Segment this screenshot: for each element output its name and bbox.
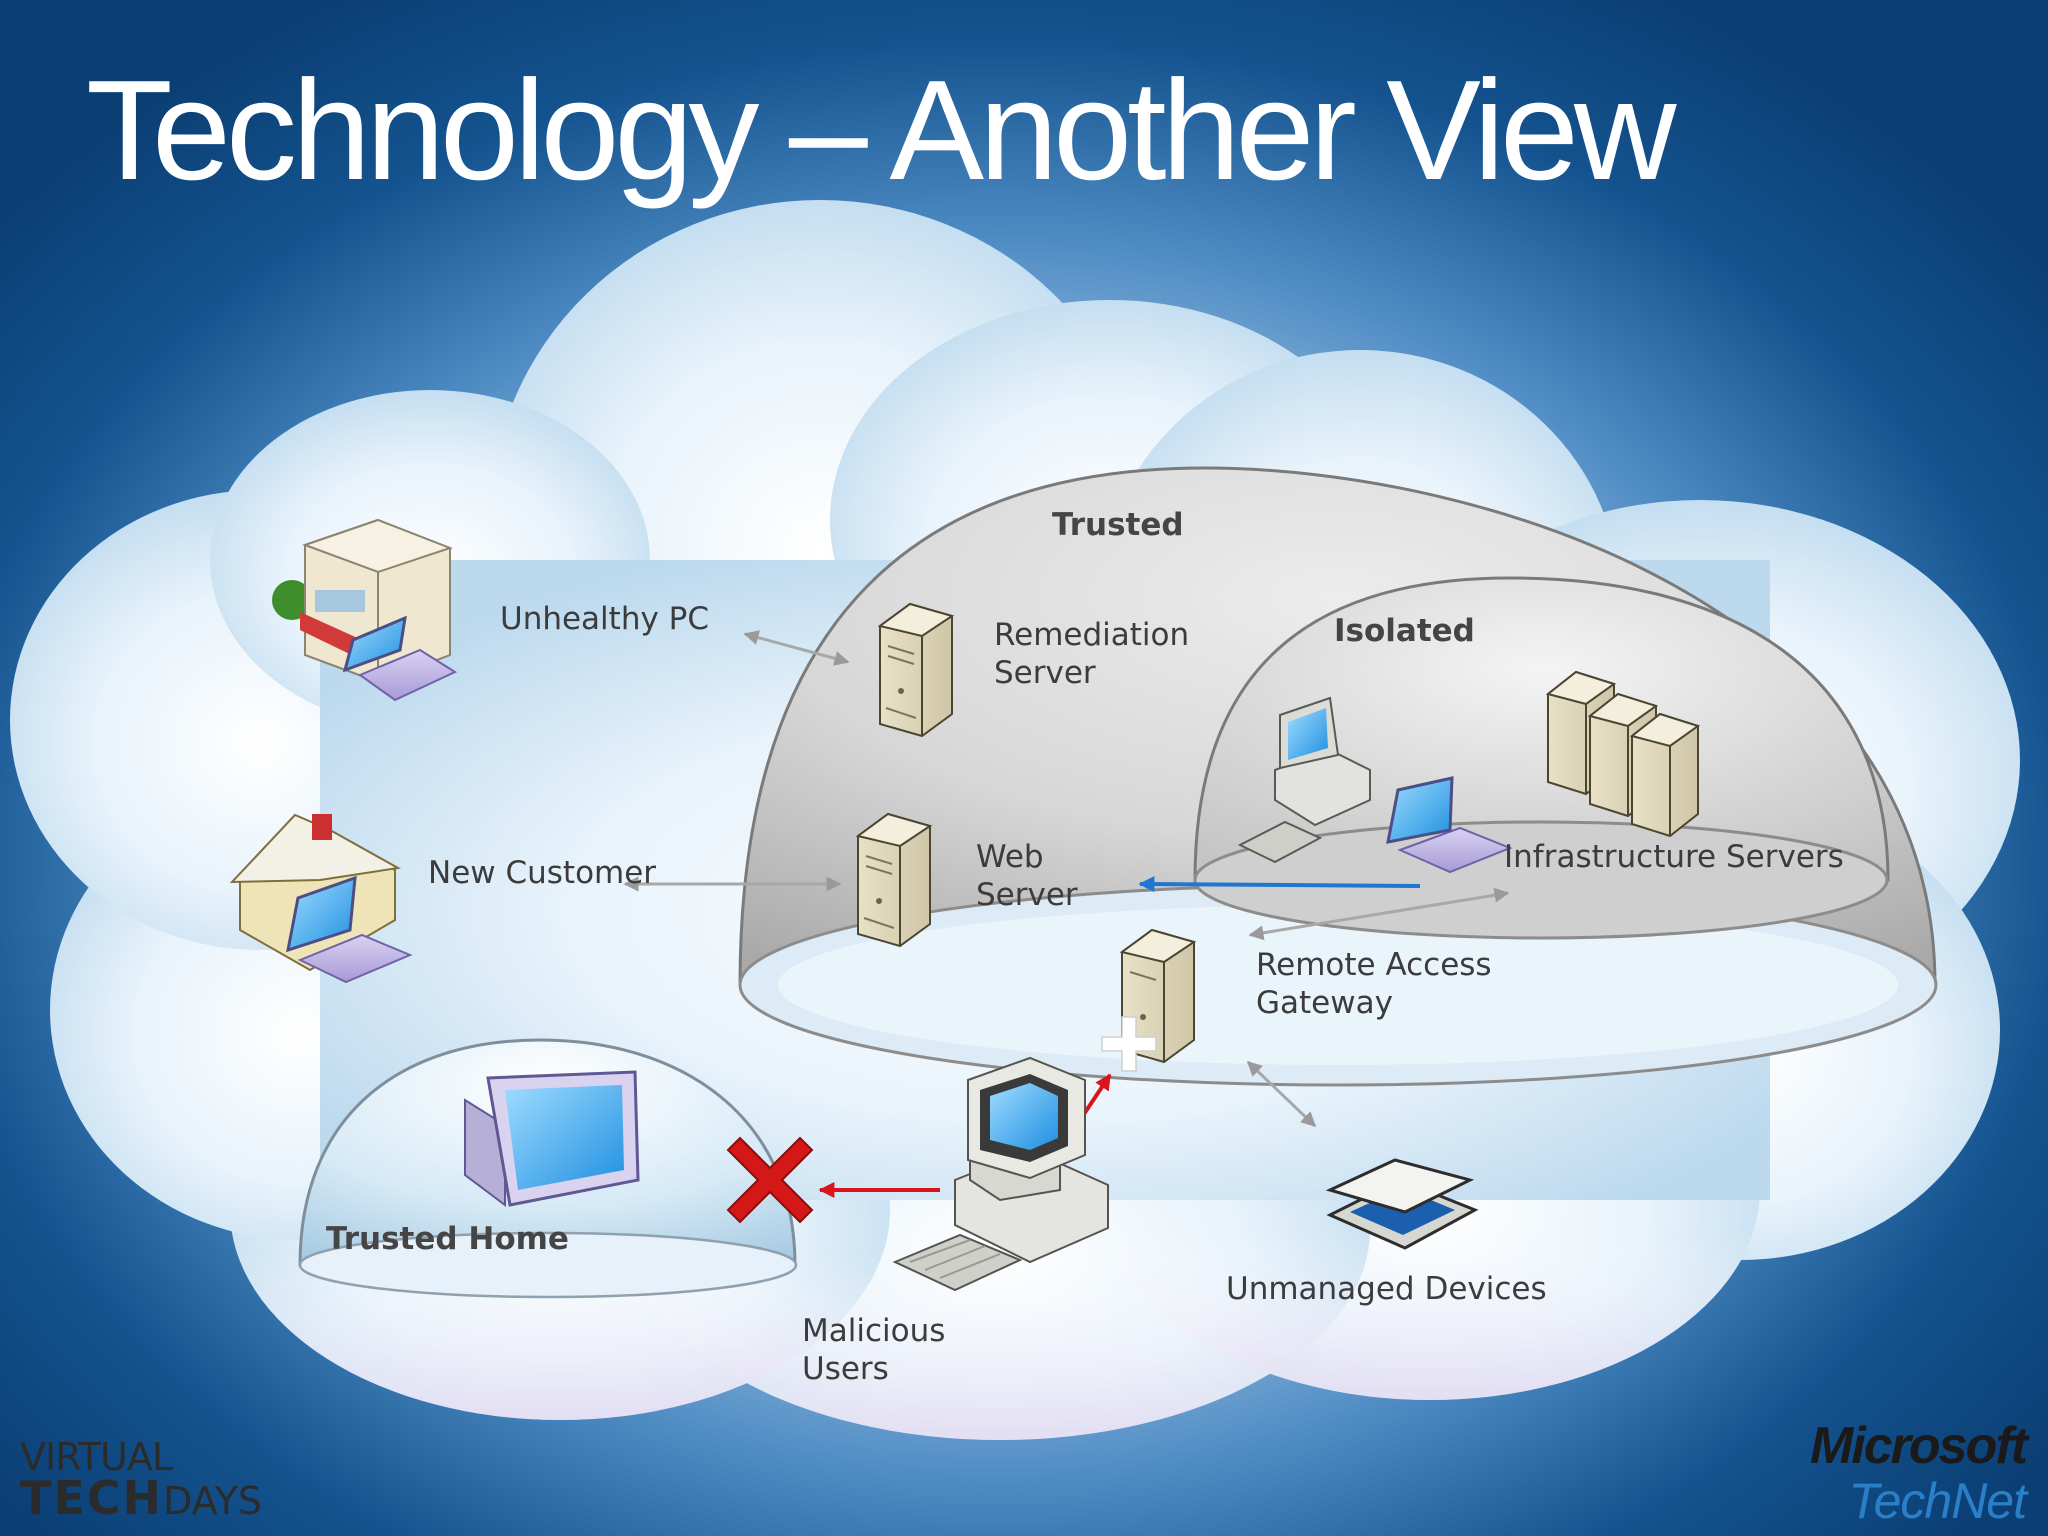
web-server-label: Web Server [976, 838, 1078, 914]
infrastructure-servers-icon [1545, 670, 1701, 838]
new-customer-icon [229, 813, 413, 984]
remote-access-gateway-label-line1: Remote Access [1256, 947, 1492, 983]
isolated-zone-label: Isolated [1334, 613, 1475, 649]
isolated-desktop-icon [1237, 696, 1371, 864]
malicious-users-label-line1: Malicious [802, 1313, 946, 1349]
remote-access-gateway-label-line2: Gateway [1256, 985, 1393, 1021]
slide-title: Technology – Another View [86, 51, 1676, 210]
trusted-home-monitor-icon [464, 1070, 640, 1207]
technet-wordmark: TechNet [1848, 1473, 2027, 1529]
isolated-laptop-icon [1386, 776, 1513, 874]
virtual-techdays-logo-line1: VIRTUAL [20, 1435, 173, 1479]
trusted-zone-label: Trusted [1052, 507, 1184, 543]
malicious-users-label: Malicious Users [802, 1312, 945, 1388]
arrow-gateway-devices [1246, 1060, 1317, 1128]
arrow-gateway-infrastructure [1248, 887, 1510, 941]
remote-access-gateway-icon [1101, 928, 1197, 1072]
web-server-label-line2: Server [976, 877, 1078, 913]
connection-arrows [623, 630, 1510, 1198]
web-server-label-line1: Web [976, 839, 1044, 875]
arrow-infrastructure-webserver [1138, 876, 1421, 893]
web-server-icon [855, 812, 933, 948]
virtual-techdays-logo-tech: TECH [20, 1471, 164, 1525]
unmanaged-devices-label: Unmanaged Devices [1226, 1271, 1547, 1307]
remediation-server-label-line1: Remediation [994, 617, 1190, 653]
blocked-icon [726, 1136, 814, 1224]
unhealthy-pc-label: Unhealthy PC [500, 601, 710, 637]
infrastructure-servers-label: Infrastructure Servers [1504, 839, 1844, 875]
trusted-home-label: Trusted Home [326, 1221, 569, 1257]
remote-access-gateway-label: Remote Access Gateway [1256, 946, 1492, 1022]
scanner-icon [1325, 1158, 1479, 1250]
unhealthy-pc-icon [272, 518, 458, 702]
malicious-user-desktop-icon [892, 1056, 1109, 1292]
virtual-techdays-logo: VIRTUAL TECHDAYS [20, 1438, 262, 1523]
microsoft-technet-logo: Microsoft TechNet [1810, 1417, 2028, 1529]
virtual-techdays-logo-line2: TECHDAYS [20, 1475, 263, 1523]
remediation-server-label-line2: Server [994, 655, 1096, 691]
microsoft-wordmark: Microsoft [1810, 1417, 2028, 1475]
remediation-server-label: Remediation Server [994, 616, 1189, 692]
virtual-techdays-logo-days: DAYS [163, 1479, 263, 1523]
new-customer-label: New Customer [428, 855, 657, 891]
remediation-server-icon [877, 602, 955, 738]
arrow-unhealthy-remediation [743, 630, 850, 666]
malicious-users-label-line2: Users [802, 1351, 889, 1387]
